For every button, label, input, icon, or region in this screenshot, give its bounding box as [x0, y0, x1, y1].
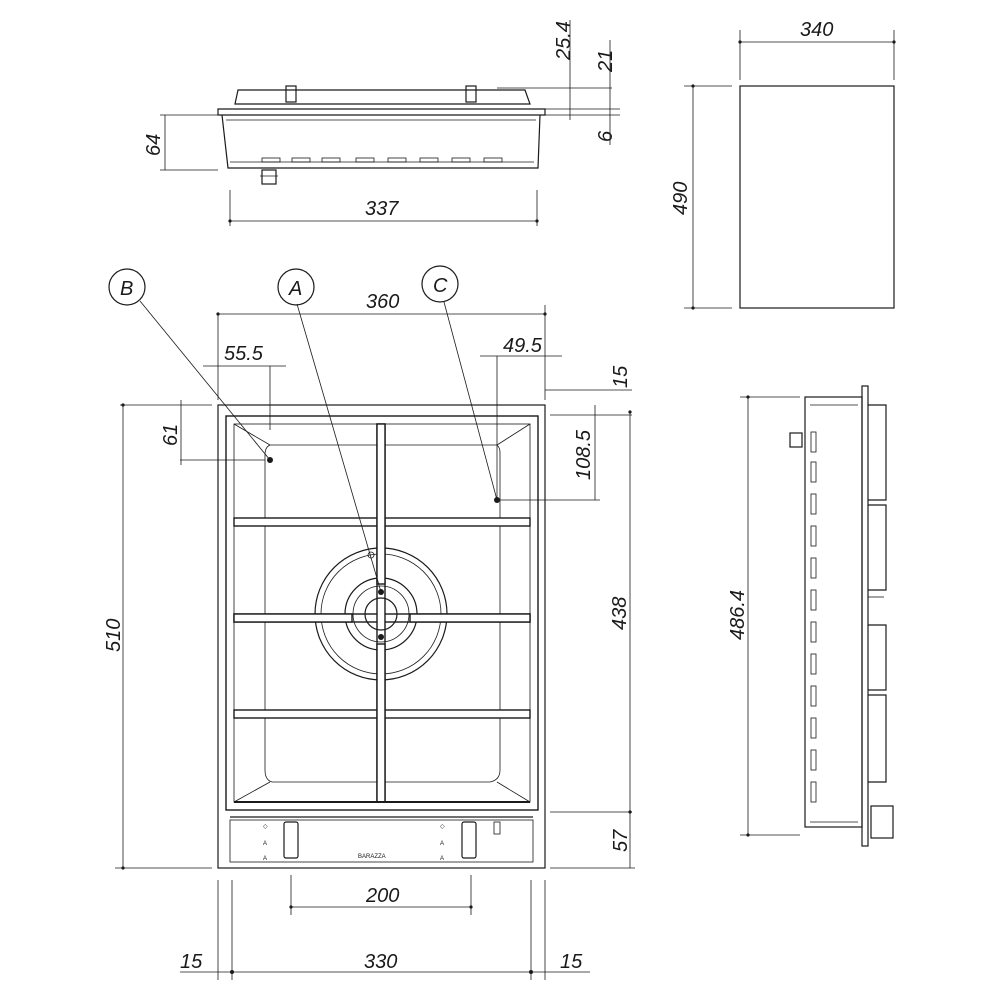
- dim-6: 6: [595, 130, 617, 142]
- dim-510: 510: [103, 619, 125, 652]
- dim-15-right: 15: [560, 951, 583, 973]
- dim-337: 337: [365, 198, 399, 220]
- dim-330: 330: [364, 951, 397, 973]
- svg-text:A: A: [288, 278, 302, 300]
- dim-108-5: 108.5: [573, 429, 595, 480]
- side-slots: [810, 431, 817, 803]
- cutout-view: [684, 30, 896, 310]
- dim-15-top: 15: [610, 365, 632, 388]
- brand-label: BARAZZA: [358, 854, 386, 860]
- dim-55-5: 55.5: [224, 343, 264, 365]
- dim-15-left: 15: [180, 951, 203, 973]
- callout-a: A: [277, 268, 315, 306]
- dim-21: 21: [595, 50, 617, 73]
- dim-64: 64: [143, 134, 165, 156]
- svg-text:A: A: [440, 841, 444, 847]
- dim-486-4: 486.4: [727, 590, 749, 640]
- svg-text:A: A: [263, 841, 267, 847]
- dim-49-5: 49.5: [503, 335, 543, 357]
- dim-340: 340: [800, 19, 833, 41]
- dim-438: 438: [609, 597, 631, 630]
- dim-61: 61: [160, 424, 182, 446]
- svg-text:A: A: [440, 856, 444, 862]
- dim-360: 360: [366, 291, 399, 313]
- svg-text:◇: ◇: [263, 824, 268, 830]
- front-elevation-view: [160, 20, 620, 226]
- dim-490: 490: [670, 182, 692, 215]
- svg-text:C: C: [433, 275, 448, 297]
- svg-text:A: A: [263, 856, 267, 862]
- dim-200: 200: [365, 885, 399, 907]
- dim-25-4: 25.4: [553, 21, 575, 61]
- plan-view: ◇ A A ◇ A A BARAZZA: [115, 300, 635, 980]
- control-knobs: ◇ A A ◇ A A: [263, 821, 501, 862]
- callout-b: B: [108, 268, 146, 306]
- dimension-labels: 25.4 21 6 64 337 340 490 360 55.5 49.5 1…: [103, 19, 833, 973]
- svg-text:◇: ◇: [440, 824, 445, 830]
- side-elevation-view: [740, 385, 894, 847]
- dim-57: 57: [610, 829, 632, 852]
- callout-c: C: [421, 265, 459, 303]
- svg-text:B: B: [120, 278, 133, 300]
- vent-slots: [261, 157, 503, 163]
